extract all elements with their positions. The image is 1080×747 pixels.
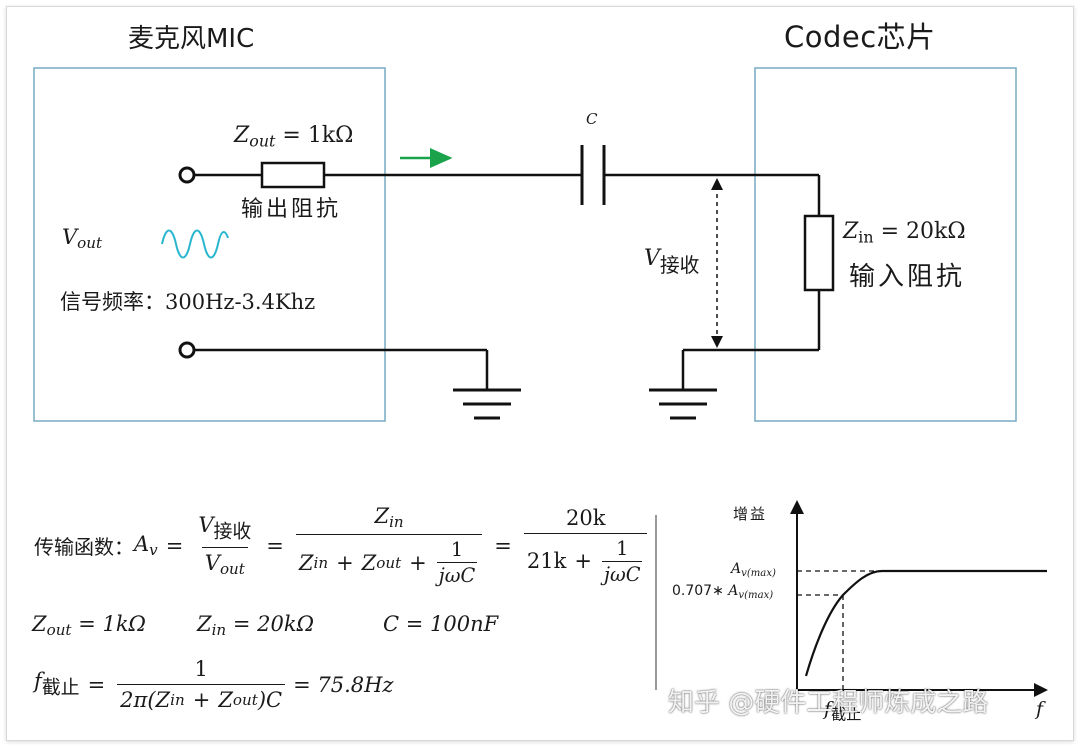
zout-label: Zout = 1kΩ [234,123,354,151]
signal-frequency-label: 信号频率：300Hz-3.4Khz [60,290,316,314]
output-terminal-bottom [178,341,196,359]
mic-box [33,67,386,422]
input-impedance-label: 输入阻抗 [849,262,966,292]
capacitor-symbol [580,145,606,205]
mic-title: 麦克风MIC [128,24,255,54]
level-label: 0.707∗ Av(max) [672,583,774,601]
zin-value: Zin = 20kΩ [197,612,314,640]
ground-symbol-right [649,388,717,420]
vout-label: Vout [62,225,103,253]
signal-wave-icon [161,229,229,259]
capacitor-label: C [586,110,598,128]
ground-symbol-left [453,388,521,420]
output-impedance-label: 输出阻抗 [241,197,342,222]
gain-curve [804,569,1047,677]
vrecv-label: V接收 [644,246,700,277]
zout-value: Zout = 1kΩ [32,612,146,640]
codec-title: Codec芯片 [784,20,936,54]
output-terminal-top [178,166,196,184]
gain-axis-label: 增益 [733,505,768,523]
zin-resistor [803,214,835,292]
codec-box [754,67,1017,422]
fcut-axis-label: f截止 [824,698,862,724]
zout-resistor [260,161,326,189]
gain-graph [790,500,1048,697]
zin-label: Zin = 20kΩ [843,219,966,247]
figure-frame [6,6,1074,741]
vrecv-measurement [711,178,723,348]
frequency-axis-label: f [1036,698,1044,720]
watermark: 知乎 @硬件工程师炼成之路 [668,688,989,718]
capacitance-value: C = 100nF [383,612,499,636]
avmax-label: Av(max) [731,561,776,579]
